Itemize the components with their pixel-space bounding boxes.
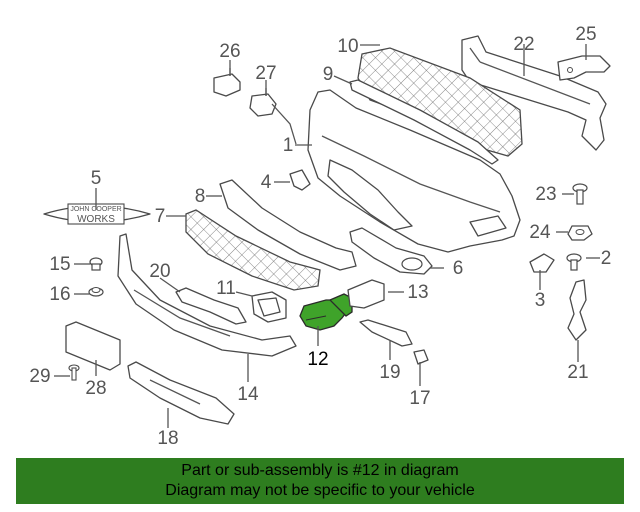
callout-8: 8 — [195, 186, 206, 207]
callout-18: 18 — [157, 428, 178, 449]
callout-22: 22 — [513, 34, 534, 55]
callout-labels: 26 27 10 9 22 25 1 4 5 8 7 6 15 16 20 11… — [29, 24, 611, 449]
part-19-bracket — [359, 319, 413, 347]
callout-27: 27 — [255, 63, 276, 84]
emblem-line-2: WORKS — [77, 214, 115, 225]
part-4-fastener — [289, 169, 311, 191]
callout-5: 5 — [91, 168, 102, 189]
part-23-bolt — [572, 183, 588, 205]
part-18-undertray — [127, 361, 235, 425]
callout-26: 26 — [219, 41, 240, 62]
callout-3: 3 — [535, 290, 546, 311]
callout-14: 14 — [237, 384, 259, 405]
part-29-bolt — [68, 364, 80, 381]
callout-4: 4 — [261, 172, 272, 193]
part-17-clip — [413, 349, 429, 365]
part-3-clip — [529, 253, 555, 273]
callout-15: 15 — [49, 254, 70, 275]
callout-1: 1 — [283, 135, 294, 156]
part-26-clip — [213, 68, 241, 97]
banner-line-1: Part or sub-assembly is #12 in diagram — [181, 462, 459, 479]
callout-17: 17 — [409, 388, 430, 409]
part-20-bracket — [175, 287, 247, 325]
callout-20: 20 — [149, 261, 170, 282]
callout-21: 21 — [567, 362, 588, 383]
callout-9: 9 — [323, 64, 334, 85]
banner-line-2: Diagram may not be specific to your vehi… — [165, 482, 475, 499]
part-28-plate-holder — [65, 321, 121, 371]
callout-6: 6 — [453, 258, 464, 279]
part-5-emblem: JOHN COOPER WORKS — [43, 203, 151, 225]
callout-10: 10 — [337, 36, 358, 57]
part-14-lower-spoiler — [117, 233, 297, 357]
part-11-trim — [251, 291, 287, 323]
callout-12: 12 — [307, 349, 328, 370]
leader-lines — [54, 44, 600, 428]
callout-19: 19 — [379, 362, 400, 383]
part-1-bumper-cover — [307, 89, 521, 253]
info-banner: Part or sub-assembly is #12 in diagram D… — [16, 458, 624, 504]
part-8-lower-trim — [219, 179, 357, 271]
part-27-sensor — [249, 88, 297, 145]
callout-2: 2 — [601, 248, 612, 269]
callout-13: 13 — [407, 282, 428, 303]
callout-16: 16 — [49, 284, 70, 305]
part-6-fog-trim — [349, 227, 433, 275]
part-16-nut — [88, 287, 104, 297]
part-9-grille-trim — [349, 79, 499, 165]
callout-29: 29 — [29, 366, 50, 387]
callout-7: 7 — [155, 206, 166, 227]
part-12-air-duct — [299, 293, 353, 331]
callout-23: 23 — [535, 184, 556, 205]
callout-25: 25 — [575, 24, 596, 45]
part-25-bracket — [557, 55, 611, 81]
callout-28: 28 — [85, 378, 106, 399]
part-24-nut — [567, 225, 593, 241]
part-21-bracket — [567, 279, 587, 341]
callout-11: 11 — [216, 278, 236, 299]
callout-24: 24 — [529, 222, 551, 243]
part-2-screw — [566, 253, 582, 271]
part-7-lower-grille — [185, 209, 321, 291]
part-15-screw — [89, 257, 103, 271]
part-13-duct — [347, 279, 385, 309]
